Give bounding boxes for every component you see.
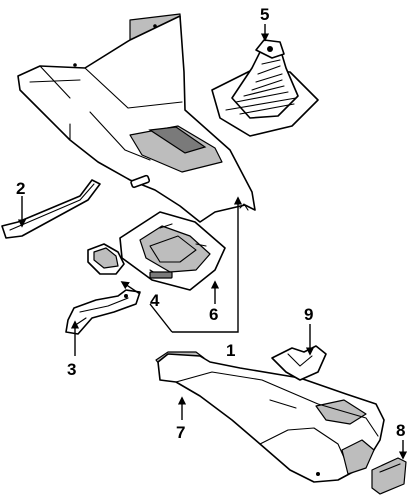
shift-boot <box>211 39 319 137</box>
lamp-lens <box>87 243 125 275</box>
leader-lines <box>17 24 408 460</box>
callout-8: 8 <box>396 421 405 440</box>
mounting-bracket <box>65 289 141 335</box>
callout-7: 7 <box>176 423 185 442</box>
callout-9: 9 <box>304 305 313 324</box>
callout-3: 3 <box>67 360 76 379</box>
trim-strip <box>1 179 101 239</box>
callout-labels: 5 2 3 4 6 1 7 9 8 <box>16 5 405 442</box>
callout-4: 4 <box>150 291 160 310</box>
shifter-bezel <box>119 211 226 291</box>
end-cap <box>371 457 407 495</box>
callout-1: 1 <box>226 341 235 360</box>
callout-5: 5 <box>260 5 269 24</box>
front-console <box>17 13 256 223</box>
callout-2: 2 <box>16 179 25 198</box>
callout-6: 6 <box>209 305 218 324</box>
rear-console <box>155 351 385 483</box>
